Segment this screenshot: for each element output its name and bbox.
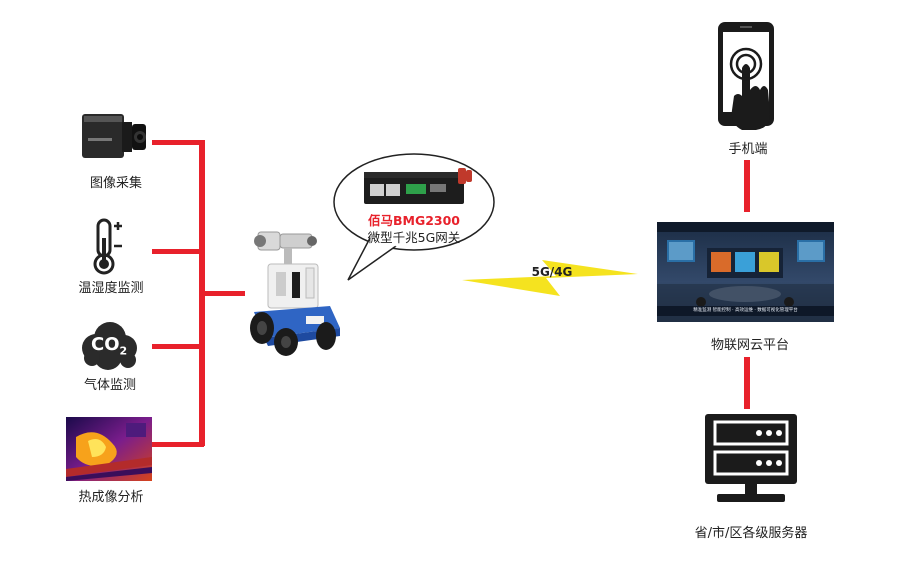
server-label: 省/市/区各级服务器 (694, 526, 808, 541)
cloud-platform-screen: 精准监测 智能控制 · 高效运维 · 数据可视化管理平台 (657, 222, 834, 322)
connector-thermal (152, 442, 204, 447)
gateway-device-icon (364, 168, 472, 204)
wireless-link-icon (462, 260, 638, 296)
sensor-label-temperature: 温湿度监测 (78, 281, 144, 296)
phone-label: 手机端 (728, 142, 768, 157)
connector-thermometer (152, 249, 204, 254)
gateway-model-name: 佰马BMG2300 (367, 213, 461, 228)
connector-camera (152, 140, 204, 145)
connector-phone-platform (744, 160, 750, 212)
connector-platform-server (744, 357, 750, 409)
co2-text: CO2 (91, 334, 128, 358)
camera-icon (82, 114, 146, 158)
co2-cloud-icon: CO2 (78, 318, 140, 372)
phone-touch-icon (718, 22, 774, 130)
wireless-link-label: 5G/4G (531, 265, 573, 279)
robot-icon (250, 231, 340, 356)
gateway-description: 微型千兆5G网关 (367, 230, 461, 245)
platform-label: 物联网云平台 (710, 338, 789, 353)
thermal-image-icon (66, 417, 152, 481)
sensor-label-gas: 气体监测 (83, 378, 136, 393)
connector-co2 (152, 344, 204, 349)
connector-to-robot (199, 291, 245, 296)
sensor-label-image: 图像采集 (89, 176, 142, 191)
server-icon (705, 414, 797, 502)
thermometer-icon (93, 218, 122, 275)
platform-screen-caption: 精准监测 智能控制 · 高效运维 · 数据可视化管理平台 (693, 308, 798, 313)
sensor-label-thermal: 热成像分析 (78, 490, 144, 505)
